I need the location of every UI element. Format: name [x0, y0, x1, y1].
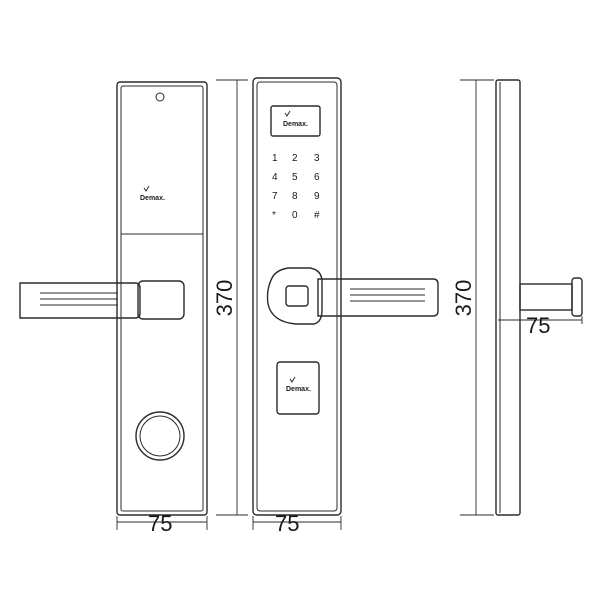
- keypad-key: 4: [272, 172, 278, 183]
- fingerprint-sensor: [285, 285, 309, 307]
- front-height-dimension: 370: [212, 79, 248, 516]
- outside-panel-inner-edge: [256, 81, 338, 512]
- card-reader-brand-label: Demax.: [286, 386, 311, 393]
- side-lever-arm: [519, 283, 573, 311]
- keypad-key: 7: [272, 191, 278, 202]
- thumb-turn-rim: [135, 411, 185, 461]
- keypad-key: 9: [314, 191, 320, 202]
- brand-check-icon: [289, 376, 296, 383]
- keypad: 1 2 3 4 5 6 7 8 9 * 0 #: [272, 153, 320, 221]
- outside-panel-view: Demax. 1 2 3 4 5 6 7 8 9 * 0 #: [252, 77, 439, 536]
- back-width-label: 75: [275, 511, 299, 536]
- outside-lever-body: [317, 278, 439, 317]
- keypad-key: 5: [292, 172, 298, 183]
- front-width-label: 75: [148, 511, 172, 536]
- front-height-label: 370: [212, 280, 237, 317]
- inside-lever-hub: [137, 280, 185, 320]
- side-profile-view: 370 75: [451, 79, 583, 516]
- thumb-turn-face: [139, 415, 181, 457]
- card-reader-plate: Demax.: [276, 361, 320, 415]
- inside-panel-inner-edge: [120, 85, 204, 512]
- handle-depth-label: 75: [526, 313, 550, 338]
- inside-brand-label: Demax.: [140, 195, 165, 202]
- keypad-key: 6: [314, 172, 320, 183]
- keypad-key: 0: [292, 210, 298, 221]
- keypad-key: 2: [292, 153, 298, 164]
- fingerprint-hub: [266, 267, 323, 325]
- inside-panel-screw-hole: [155, 92, 165, 102]
- front-width-dimension: 75: [116, 511, 208, 536]
- side-lever-handle: [519, 277, 583, 317]
- back-width-dimension: 75: [252, 511, 342, 536]
- keypad-key: #: [314, 210, 320, 221]
- display-window: Demax.: [270, 105, 321, 137]
- inside-panel-outline: [116, 81, 208, 516]
- side-height-label: 370: [451, 280, 476, 317]
- inside-panel-logo: Demax.: [140, 185, 165, 202]
- keypad-key: 8: [292, 191, 298, 202]
- display-frame: [270, 105, 321, 137]
- handle-depth-dimension: 75: [498, 313, 583, 338]
- card-reader-outline: [276, 361, 320, 415]
- inside-lever-handle: [19, 280, 185, 320]
- thumb-turn-knob: [135, 411, 185, 461]
- display-brand-label: Demax.: [283, 121, 308, 128]
- side-lever-end-cap: [571, 277, 583, 317]
- inside-lever-body: [19, 282, 141, 319]
- inside-panel-view: Demax. 75: [19, 81, 208, 536]
- keypad-key: 1: [272, 153, 278, 164]
- keypad-key: *: [272, 210, 276, 221]
- keypad-key: 3: [314, 153, 320, 164]
- outside-lever-handle: [266, 267, 439, 325]
- brand-check-icon: [143, 185, 150, 192]
- outside-panel-outline: [252, 77, 342, 516]
- brand-check-icon: [284, 110, 291, 117]
